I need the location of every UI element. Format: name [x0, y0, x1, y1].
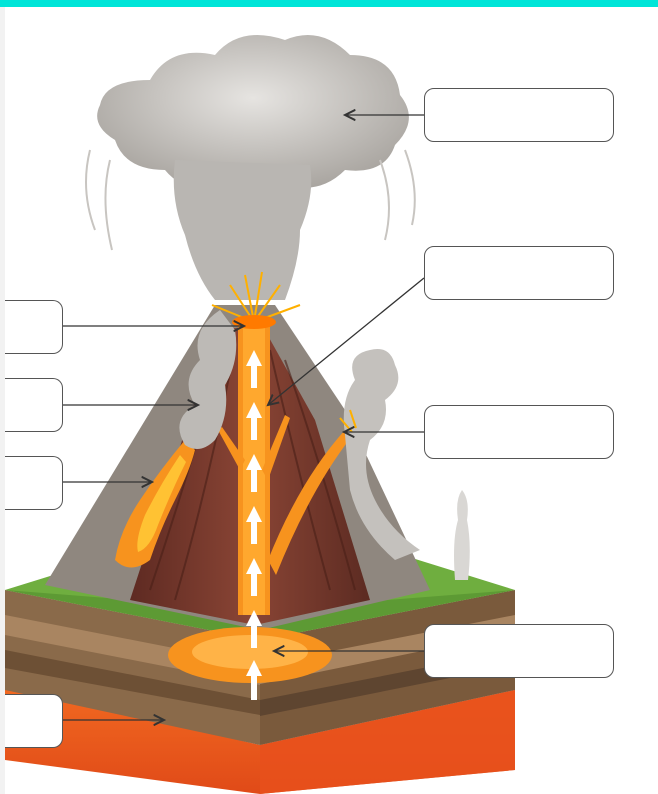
label-box-crater[interactable] — [5, 300, 63, 354]
label-box-side-vent[interactable] — [424, 405, 614, 459]
label-box-magma-chamber[interactable] — [424, 624, 614, 678]
label-box-ash-cloud[interactable] — [424, 88, 614, 142]
geyser — [454, 490, 470, 580]
ash-cloud — [86, 35, 415, 300]
label-box-lava-flow[interactable] — [5, 456, 63, 510]
label-box-ash-gas[interactable] — [5, 378, 63, 432]
label-box-mantle[interactable] — [5, 694, 63, 748]
label-box-main-vent[interactable] — [424, 246, 614, 300]
